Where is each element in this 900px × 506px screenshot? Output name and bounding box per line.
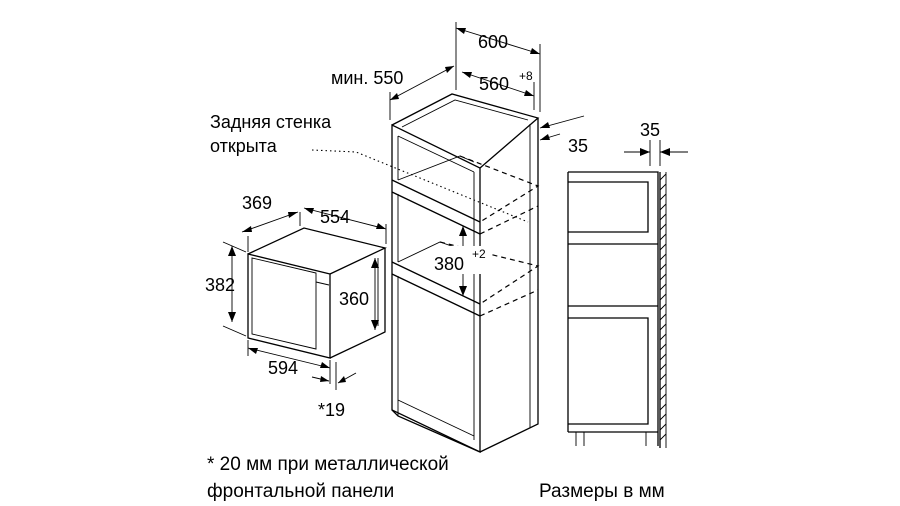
label-min-550: мин. 550 [331, 68, 403, 88]
label-380: 380 [434, 254, 464, 274]
label-560: 560 [479, 74, 509, 94]
label-35-side: 35 [640, 120, 660, 140]
label-554: 554 [320, 207, 350, 227]
label-35-cabinet: 35 [568, 136, 588, 156]
label-369: 369 [242, 193, 272, 213]
label-360: 360 [339, 289, 369, 309]
rear-wall-label-line2: открыта [210, 136, 278, 156]
dim-360: 360 [339, 258, 379, 330]
footnote-line1: * 20 мм при металлической [207, 454, 449, 475]
microwave-drawing [247, 227, 387, 359]
dim-19: *19 [311, 362, 357, 420]
dim-369: 369 [241, 193, 301, 252]
rear-wall-note: Задняя стенка открыта [210, 112, 529, 223]
label-19: *19 [318, 400, 345, 420]
dim-35-cabinet: 35 [539, 115, 588, 156]
dim-554: 554 [303, 207, 387, 244]
dim-560: 560 +8 [461, 69, 535, 110]
label-594: 594 [268, 358, 298, 378]
footnote-line2: фронтальной панели [207, 481, 394, 502]
label-600: 600 [478, 32, 508, 52]
dim-35-side: 35 [624, 120, 688, 166]
side-section-drawing [567, 171, 667, 448]
label-560-tolerance: +8 [519, 69, 533, 83]
dim-594: 594 [247, 340, 331, 384]
units-note: Размеры в мм [539, 481, 665, 502]
dim-min-550: мин. 550 [331, 65, 455, 120]
dim-380: 380 +2 [433, 226, 489, 296]
dim-600: 600 [455, 22, 541, 112]
wall-hatching [659, 173, 667, 441]
rear-wall-label-line1: Задняя стенка [210, 112, 332, 132]
label-380-tolerance: +2 [472, 247, 486, 261]
label-382: 382 [205, 275, 235, 295]
dim-382: 382 [205, 241, 247, 337]
